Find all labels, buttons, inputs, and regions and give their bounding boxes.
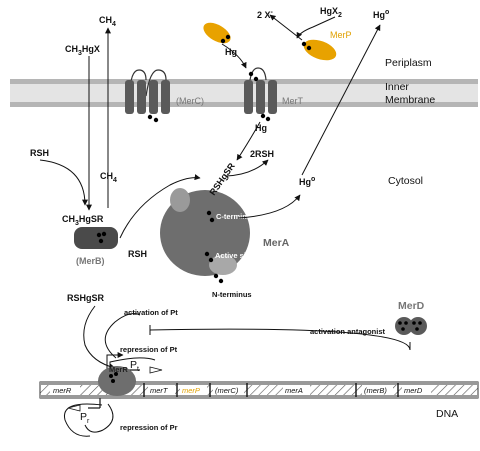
cysteine-dot: [248, 71, 254, 77]
n-terminus-label: N-terminus: [212, 290, 252, 299]
gene-merr: merR: [53, 386, 72, 395]
gene-merc: (merC): [215, 386, 239, 395]
cysteine-dot: [260, 113, 266, 119]
merr-protein: [98, 366, 136, 396]
repression-pt-label: repression of Pt: [120, 345, 178, 354]
gene-mera: merA: [285, 386, 303, 395]
merc-protein: [125, 69, 170, 123]
hgx2-label: HgX2: [320, 6, 342, 19]
activation-pt-label: activation of Pt: [124, 308, 178, 317]
two-rsh-label: 2RSH: [250, 149, 274, 159]
rsh-merb-label: RSH: [128, 249, 147, 259]
merc-label: (MerC): [176, 96, 204, 106]
cysteine-dot: [147, 114, 153, 120]
mert-label: MerT: [282, 96, 303, 106]
hg0-mid-label: Hgo: [299, 176, 315, 187]
inner-membrane-label-2: Membrane: [385, 94, 435, 106]
ch3hgsr-label: CH3HgSR: [62, 214, 104, 227]
pt-label: Pt: [130, 359, 139, 373]
active-site-label: Active site: [215, 251, 253, 260]
ch4-top-label: CH4: [99, 15, 116, 28]
merb-protein: [74, 227, 118, 249]
rsh-left-label: RSH: [30, 148, 49, 158]
c-terminus-label: C-terminus: [216, 212, 256, 221]
cysteine-dot: [265, 116, 271, 122]
cysteine-dot: [153, 117, 159, 123]
merd-label: MerD: [398, 300, 425, 312]
merp-label: MerP: [330, 30, 352, 40]
hg0-top-label: Hgo: [373, 9, 389, 20]
gene-merd: merD: [404, 386, 423, 395]
hg-merp-label: Hg: [225, 47, 237, 57]
inner-membrane-label-1: Inner: [385, 81, 409, 93]
mert-protein: [244, 67, 277, 122]
gene-merp: merP: [182, 386, 200, 395]
gene-merb: (merB): [364, 386, 387, 395]
rshgsr-mera-label: RSHgSR: [207, 161, 237, 197]
merp-protein: [203, 22, 337, 61]
regulation-arrows: [63, 305, 411, 437]
reaction-arrows: [39, 14, 381, 239]
merr-label: MerR: [109, 365, 128, 374]
mera-protein: [160, 188, 250, 284]
rshgsr-bottom-label: RSHgSR: [67, 293, 105, 303]
cysteine-dot: [253, 76, 259, 82]
gene-mert: merT: [150, 386, 169, 395]
cytosol-label: Cytosol: [388, 175, 423, 187]
mera-label: MerA: [263, 237, 290, 249]
periplasm-label: Periplasm: [385, 57, 432, 69]
two-x-label: 2 X-: [257, 9, 274, 20]
pr-label: Pr: [80, 411, 90, 425]
merd-protein: [395, 317, 427, 335]
ch3hgx-label: CH3HgX: [65, 44, 100, 57]
gene-labels: merR merT merP (merC) merA (merB) merD: [50, 383, 431, 397]
hg-mert-label: Hg: [255, 123, 267, 133]
merb-label: (MerB): [76, 256, 105, 266]
ch4-mid-label: CH4: [100, 171, 117, 184]
dna-label: DNA: [436, 408, 458, 420]
repression-pr-label: repression of Pr: [120, 423, 178, 432]
pr-promoter: Pr: [67, 395, 101, 425]
activation-antagonist-label: activation antagonist: [310, 327, 386, 336]
